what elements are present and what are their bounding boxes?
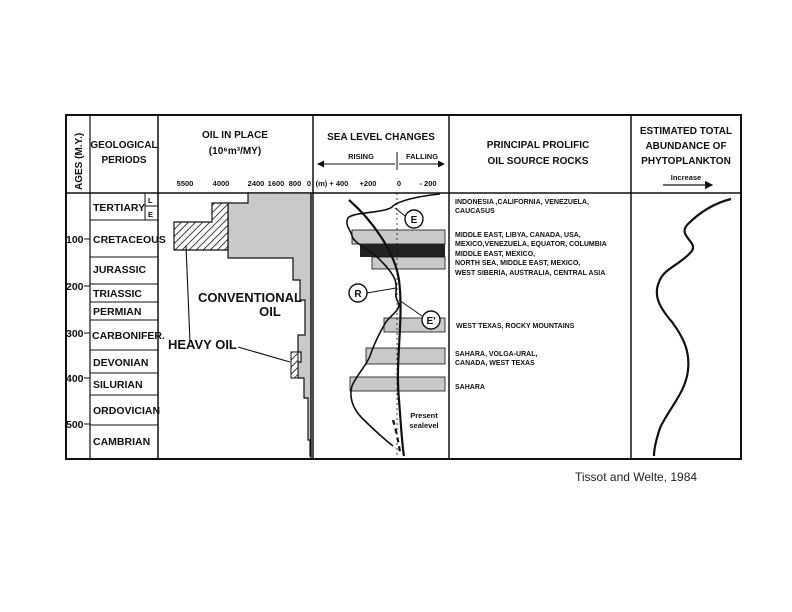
marker-r-label: R [354,289,362,300]
age-labels: 100 200 300 400 500 [66,234,84,431]
sea-level-dashed-curve [391,419,402,453]
age-label: 300 [66,328,84,340]
period-label: TERTIARY [93,202,145,214]
age-label: 200 [66,281,84,293]
sea-band [371,256,446,270]
source-rock-line: INDONESIA ,CALIFORNIA, VENEZUELA, [455,199,589,206]
sea-falling-label: FALLING [406,152,438,161]
sea-tick: (m) + 400 [316,179,349,188]
sea-band [351,229,446,245]
source-rock-line: MEXICO,VENEZUELA, EQUATOR, COLUMBIA [455,241,607,248]
ages-label: AGES (M.Y.) [74,133,85,190]
period-label: CAMBRIAN [93,436,150,448]
oil-tick-labels: 5500 4000 2400 1600 800 0 [177,179,311,188]
oil-tick: 4000 [213,179,230,188]
phyto-title: ESTIMATED TOTAL [640,126,732,137]
marker-e-circle [404,209,424,229]
source-rock-line: SAHARA [455,384,485,391]
period-label: CARBONIFER. [92,330,165,342]
source-rock-line: CAUCASUS [455,208,495,215]
present-sealevel-label: Present [410,411,438,420]
conventional-oil-label: CONVENTIONAL [198,290,302,305]
age-tick-marks [84,238,90,425]
sea-band-dark [360,244,445,257]
sea-tick: +200 [360,179,377,188]
sea-rising-label: RISING [348,152,374,161]
marker-e-label: E [411,215,418,226]
phyto-title-2: ABUNDANCE OF [645,141,726,152]
oil-tick: 2400 [248,179,265,188]
source-rock-line: WEST TEXAS, ROCKY MOUNTAINS [456,323,575,330]
source-rocks-list: INDONESIA ,CALIFORNIA, VENEZUELA, CAUCAS… [455,199,607,391]
sea-tick: 0 [397,179,401,188]
oil-tick: 0 [307,179,311,188]
period-label: ORDOVICIAN [93,405,160,417]
heavy-oil-leader [185,245,191,343]
sea-tick: - 200 [419,179,436,188]
conventional-oil-area [227,192,312,457]
conventional-oil-label-2: OIL [259,304,281,319]
heavy-oil-area [173,202,229,251]
periods-label: GEOLOGICAL [90,140,157,151]
oil-tick: 5500 [177,179,194,188]
period-label: PERMIAN [93,306,141,318]
figure-frame [65,114,742,460]
age-label: 400 [66,373,84,385]
period-label: CRETACEOUS [93,234,166,246]
marker-leader [394,207,406,217]
period-label: SILURIAN [93,379,143,391]
age-label: 500 [66,419,84,431]
sea-level-curve [346,193,441,447]
periods-label-2: PERIODS [101,155,146,166]
phytoplankton-curve [652,197,732,457]
period-boundaries [90,193,158,426]
marker-e-prime-circle [421,310,441,330]
phyto-title-3: PHYTOPLANKTON [641,156,731,167]
age-label: 100 [66,234,84,246]
heavy-oil-devonian [290,351,299,379]
period-label: TRIASSIC [93,288,142,300]
present-sealevel-label-2: sealevel [409,421,438,430]
oil-units: (10⁶m³/MY) [209,146,261,157]
oil-title: OIL IN PLACE [202,130,268,141]
oil-tick: 1600 [268,179,285,188]
source-rock-line: MIDDLE EAST, LIBYA, CANADA, USA, [455,232,581,239]
source-rock-line: NORTH SEA, MIDDLE EAST, MEXICO, [455,260,580,267]
source-rock-line: SAHARA, VOLGA-URAL, [455,351,537,358]
sea-tick-labels: (m) + 400 +200 0 - 200 [316,179,437,188]
oil-tick: 800 [289,179,302,188]
source-rock-line: CANADA, WEST TEXAS [455,360,535,367]
source-rock-line: WEST SIBERIA, AUSTRALIA, CENTRAL ASIA [455,270,605,277]
marker-leader [366,287,397,294]
period-labels: TERTIARY CRETACEOUS JURASSIC TRIASSIC PE… [92,196,166,448]
source-rock-line: MIDDLE EAST, MEXICO, [455,251,535,258]
period-label: DEVONIAN [93,357,148,369]
citation: Tissot and Welte, 1984 [575,470,698,484]
rocks-title: PRINCIPAL PROLIFIC [487,140,589,151]
rocks-title-2: OIL SOURCE ROCKS [488,156,589,167]
tertiary-late-label: L [148,196,153,205]
period-label: JURASSIC [93,264,147,276]
marker-leader [398,299,423,317]
marker-e-prime-label: E' [426,316,435,327]
heavy-oil-label: HEAVY OIL [168,337,237,352]
sea-band [365,347,446,365]
phyto-increase-label: Increase [671,173,701,182]
tertiary-early-label: E [148,210,153,219]
sea-level-plot [346,193,446,459]
oil-in-place-plot [173,192,312,459]
heavy-oil-leader [237,346,291,363]
sea-level-trend-line [348,199,406,457]
sea-title: SEA LEVEL CHANGES [327,132,435,143]
